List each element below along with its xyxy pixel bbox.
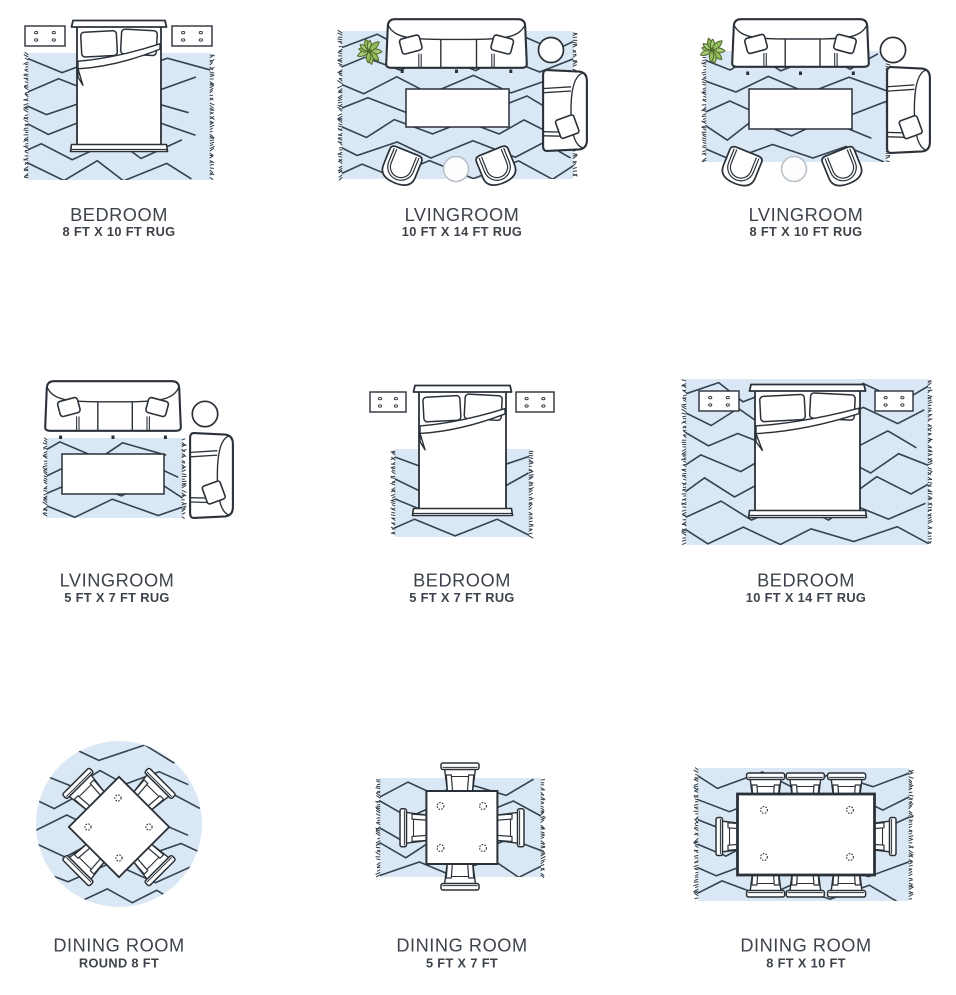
svg-text:8 FT X 10 FT RUG: 8 FT X 10 FT RUG <box>63 224 176 239</box>
svg-text:8 FT X 10 FT RUG: 8 FT X 10 FT RUG <box>750 224 863 239</box>
svg-text:ROUND 8 FT: ROUND 8 FT <box>79 956 159 971</box>
svg-text:5 FT X 7 FT: 5 FT X 7 FT <box>426 956 498 971</box>
svg-text:BEDROOM: BEDROOM <box>757 571 855 591</box>
svg-text:10 FT X 14 FT RUG: 10 FT X 14 FT RUG <box>746 590 866 605</box>
svg-text:5 FT X 7 FT RUG: 5 FT X 7 FT RUG <box>64 590 170 605</box>
svg-text:DINING ROOM: DINING ROOM <box>396 936 527 956</box>
svg-text:BEDROOM: BEDROOM <box>413 571 511 591</box>
svg-text:5 FT X 7 FT RUG: 5 FT X 7 FT RUG <box>409 590 515 605</box>
svg-text:LVINGROOM: LVINGROOM <box>60 571 175 591</box>
svg-text:LVINGROOM: LVINGROOM <box>405 205 520 225</box>
svg-text:10 FT X 14 FT RUG: 10 FT X 14 FT RUG <box>402 224 522 239</box>
svg-text:8 FT X 10 FT: 8 FT X 10 FT <box>766 956 846 971</box>
svg-text:DINING ROOM: DINING ROOM <box>740 936 871 956</box>
svg-text:BEDROOM: BEDROOM <box>70 205 168 225</box>
svg-text:LVINGROOM: LVINGROOM <box>749 205 864 225</box>
svg-text:DINING ROOM: DINING ROOM <box>53 936 184 956</box>
